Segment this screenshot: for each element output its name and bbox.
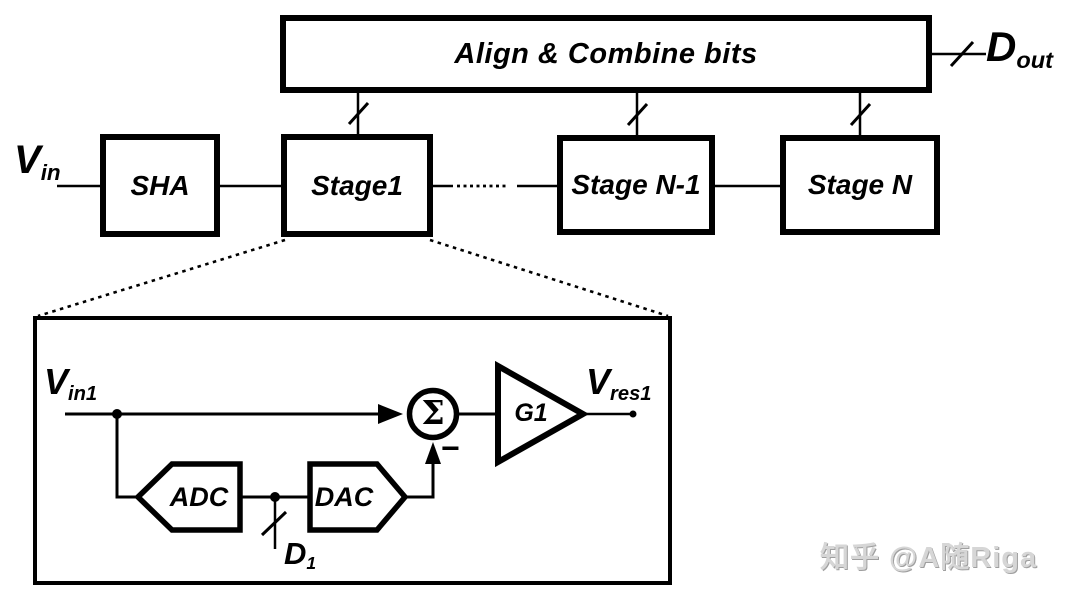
stage-detail-frame bbox=[33, 316, 672, 585]
vin-label-main: V bbox=[14, 138, 41, 182]
summer-minus-arrowhead bbox=[425, 442, 441, 464]
watermark-text: 知乎 @A随Riga bbox=[820, 542, 1038, 574]
vin1-label: Vin1 bbox=[44, 361, 97, 405]
gain-triangle-shape bbox=[495, 360, 590, 468]
vres1-label-main: V bbox=[586, 361, 611, 402]
sha-label: SHA bbox=[130, 169, 190, 201]
expand-dotted-left bbox=[37, 238, 286, 318]
vin1-label-sub: in1 bbox=[68, 383, 98, 406]
dout-label-sub: out bbox=[1016, 47, 1053, 74]
stageN-label: Stage N bbox=[807, 169, 913, 200]
stageN1-label: Stage N-1 bbox=[571, 169, 701, 200]
d1-label-sub: 1 bbox=[306, 553, 317, 574]
dac-summer-wire bbox=[405, 462, 435, 499]
align-combine-label: Align & Combine bits bbox=[454, 37, 758, 70]
dac-block-shape bbox=[307, 461, 409, 533]
dout-bus-slash bbox=[949, 40, 975, 68]
vres1-label-sub: res1 bbox=[610, 383, 652, 406]
stageN1-box: Stage N-1 bbox=[557, 135, 715, 235]
expand-dotted-right bbox=[429, 238, 669, 318]
sha-box: SHA bbox=[100, 134, 220, 237]
gain-label: G1 bbox=[514, 399, 548, 427]
d1-bus-slash bbox=[260, 510, 288, 537]
stage1-bus-slash bbox=[347, 101, 370, 126]
vres1-label: Vres1 bbox=[586, 361, 652, 405]
summer-minus-label: − bbox=[441, 430, 460, 466]
align-combine-box: Align & Combine bits bbox=[280, 15, 932, 93]
stage1-label: Stage1 bbox=[311, 169, 403, 201]
d1-label-main: D bbox=[284, 536, 307, 571]
dout-label: Dout bbox=[986, 23, 1053, 72]
stageN-bus-slash bbox=[849, 102, 872, 127]
d1-label: D1 bbox=[284, 536, 316, 572]
vin1-label-main: V bbox=[44, 361, 69, 402]
summer-circle bbox=[406, 387, 460, 441]
stageN1-bus-slash bbox=[626, 102, 649, 127]
summer-input-arrowhead bbox=[378, 404, 403, 424]
dout-label-main: D bbox=[986, 23, 1017, 70]
stageN-box: Stage N bbox=[780, 135, 940, 235]
adc-label: ADC bbox=[169, 482, 229, 512]
vres1-end-dot bbox=[629, 410, 637, 418]
vin-label-sub: in bbox=[40, 159, 61, 185]
vin-label: Vin bbox=[14, 138, 61, 183]
dac-label: DAC bbox=[314, 482, 374, 512]
feedback-wire bbox=[115, 414, 138, 499]
stage1-box: Stage1 bbox=[281, 134, 433, 237]
summer-sigma-label: Σ bbox=[421, 393, 445, 432]
